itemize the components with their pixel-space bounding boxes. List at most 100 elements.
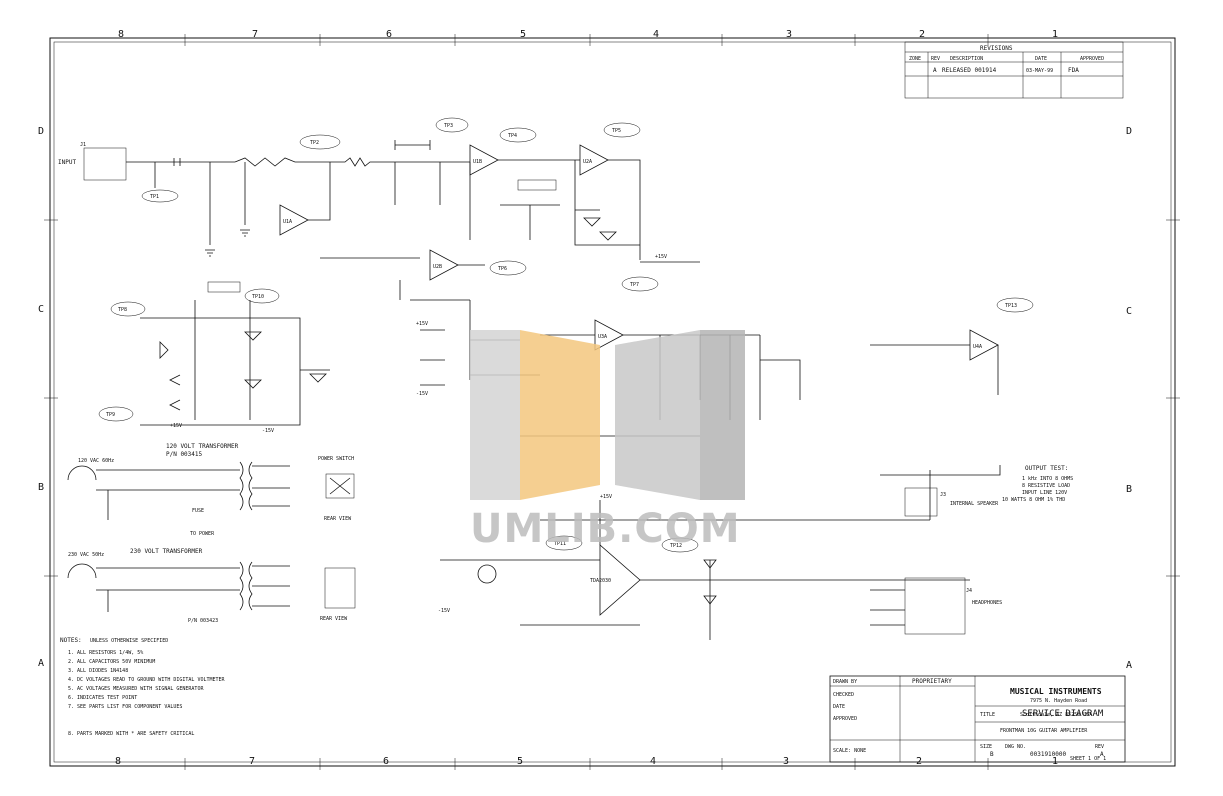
line-120-label: 120 VAC 60Hz bbox=[78, 458, 114, 464]
xfmr-120-title: 120 VOLT TRANSFORMER bbox=[166, 443, 239, 450]
zone-row-c: C bbox=[38, 304, 44, 315]
xfmr-230-pn: P/N 003423 bbox=[188, 618, 218, 624]
zone-labels-top: 8 7 6 5 4 3 2 1 bbox=[118, 29, 1058, 40]
outer-frame bbox=[49, 37, 1176, 767]
u1a-opamp bbox=[279, 204, 309, 236]
tp8-bubble bbox=[110, 301, 146, 317]
tp8-label: TP8 bbox=[118, 307, 127, 313]
input-label: INPUT bbox=[58, 159, 76, 166]
tb-size-label: SIZE bbox=[980, 744, 992, 750]
tp5-label: TP5 bbox=[612, 128, 621, 134]
mid-wire-2 bbox=[399, 264, 485, 301]
tb-rev: A bbox=[1100, 751, 1104, 758]
tb-checked-label: CHECKED bbox=[833, 692, 854, 698]
zone-row-c-right: C bbox=[1126, 306, 1132, 317]
mid-network bbox=[500, 204, 560, 240]
speaker-jack-ref: J3 bbox=[940, 492, 946, 498]
rev-a-description: RELEASED 001914 bbox=[942, 67, 997, 74]
input-stage: INPUT J1 TP1 U1A TP2 U1B TP3 TP4 U2A TP5 bbox=[58, 117, 700, 263]
tb-title: SERVICE DIAGRAM bbox=[1022, 709, 1104, 719]
notes-title: NOTES: bbox=[60, 637, 82, 644]
zone-col-6: 6 bbox=[386, 29, 392, 40]
secondary-wires-120 bbox=[252, 465, 290, 507]
headphone-wires bbox=[870, 589, 905, 626]
u2a-opamp bbox=[579, 144, 609, 176]
tp12-bubble bbox=[661, 537, 699, 553]
zone-col-1: 1 bbox=[1052, 29, 1058, 40]
tp2-label: TP2 bbox=[310, 140, 319, 146]
gnd-symbol-1 bbox=[205, 249, 215, 257]
tp3-bubble bbox=[435, 117, 469, 133]
headphone-jack-body bbox=[904, 577, 966, 635]
output-test-line-3: INPUT LINE 120V bbox=[1022, 490, 1067, 496]
primary-coil-120 bbox=[239, 461, 244, 511]
power-switch-label: POWER SWITCH bbox=[318, 456, 354, 462]
u1a-output-wire bbox=[308, 162, 331, 221]
zone-col-8-bottom: 8 bbox=[115, 756, 121, 767]
zone-col-3-bottom: 3 bbox=[783, 756, 789, 767]
u1b-ref: U1B bbox=[473, 159, 482, 165]
tb-dwg-no: 0031910000 bbox=[1030, 751, 1067, 758]
title-block: DRAWN BY CHECKED DATE APPROVED PROPRIETA… bbox=[829, 675, 1126, 763]
gain-pot bbox=[517, 179, 557, 191]
tp3-label: TP3 bbox=[444, 123, 453, 129]
rail-label-7: -15V bbox=[438, 608, 450, 614]
primary-wires-120 bbox=[96, 469, 240, 520]
title-block-frame bbox=[829, 675, 1126, 763]
output-test-line-1: 1 kHz INTO 8 OHMS bbox=[1022, 476, 1073, 482]
tb-approved-label: APPROVED bbox=[833, 716, 857, 722]
note-1: 1. ALL RESISTORS 1/4W, 5% bbox=[68, 650, 143, 656]
power-amp: TDA2030 TP11 TP12 +15V -15V bbox=[438, 470, 970, 640]
revisions-block: REVISIONS ZONE REV DESCRIPTION DATE APPR… bbox=[904, 41, 1124, 99]
tp9-bubble bbox=[98, 406, 134, 422]
plug-230 bbox=[67, 563, 97, 579]
tp7-label: TP7 bbox=[630, 282, 639, 288]
power-amp-ref: TDA2030 bbox=[590, 578, 611, 584]
primary-coil-230 bbox=[239, 561, 244, 611]
rail-label-5: -15V bbox=[262, 428, 274, 434]
input-signal-wire bbox=[126, 157, 330, 167]
clip-network bbox=[574, 159, 641, 260]
headphone-jack-ref: J4 bbox=[966, 588, 972, 594]
u1a-ref: U1A bbox=[283, 219, 292, 225]
u2a-ref: U2A bbox=[583, 159, 592, 165]
rectifier-diodes bbox=[169, 374, 181, 411]
tp10-bubble bbox=[244, 288, 280, 304]
zone-ticks bbox=[44, 34, 1180, 770]
u2b-opamp bbox=[429, 249, 459, 281]
note-8: 8. PARTS MARKED WITH * ARE SAFETY CRITIC… bbox=[68, 731, 194, 737]
rail-bus bbox=[140, 317, 301, 426]
bridge-diodes bbox=[159, 331, 262, 389]
tp13-bubble bbox=[996, 297, 1034, 313]
rail-label-4: +15V bbox=[170, 423, 182, 429]
zone-col-8: 8 bbox=[118, 29, 124, 40]
rev-header-desc: DESCRIPTION bbox=[950, 56, 983, 62]
q1-transistor bbox=[477, 564, 497, 584]
tb-size: B bbox=[990, 751, 994, 758]
tb-company: MUSICAL INSTRUMENTS bbox=[1010, 687, 1102, 696]
tp5-bubble bbox=[603, 122, 641, 138]
revisions-title: REVISIONS bbox=[980, 45, 1013, 52]
zone-col-2-bottom: 2 bbox=[916, 756, 922, 767]
rev-header-rev: REV bbox=[931, 56, 940, 62]
tb-subtitle: FRONTMAN 10G GUITAR AMPLIFIER bbox=[1000, 728, 1088, 734]
feedback-cap bbox=[394, 140, 431, 150]
note-3: 3. ALL DIODES 1N4148 bbox=[68, 668, 128, 674]
clip-diode-1 bbox=[583, 217, 601, 227]
plug-120 bbox=[67, 465, 97, 481]
tb-rev-label: REV bbox=[1095, 744, 1104, 750]
zone-labels-right: D C B A bbox=[1126, 126, 1132, 671]
speaker-jack-body bbox=[904, 487, 938, 517]
notes-block: NOTES: UNLESS OTHERWISE SPECIFIED 1. ALL… bbox=[60, 637, 226, 737]
u4-wires bbox=[870, 344, 999, 395]
xfmr-230-title: 230 VOLT TRANSFORMER bbox=[130, 548, 203, 555]
tp11-label: TP11 bbox=[554, 541, 566, 547]
output-test-line-4: 10 WATTS 8 OHM 1% THD bbox=[1002, 497, 1065, 503]
inner-frame bbox=[53, 41, 1172, 763]
tp10-label: TP10 bbox=[252, 294, 264, 300]
note-7: 7. SEE PARTS LIST FOR COMPONENT VALUES bbox=[68, 704, 182, 710]
zone-col-7-bottom: 7 bbox=[249, 756, 255, 767]
primary-wires-230 bbox=[96, 567, 240, 612]
tp6-label: TP6 bbox=[498, 266, 507, 272]
